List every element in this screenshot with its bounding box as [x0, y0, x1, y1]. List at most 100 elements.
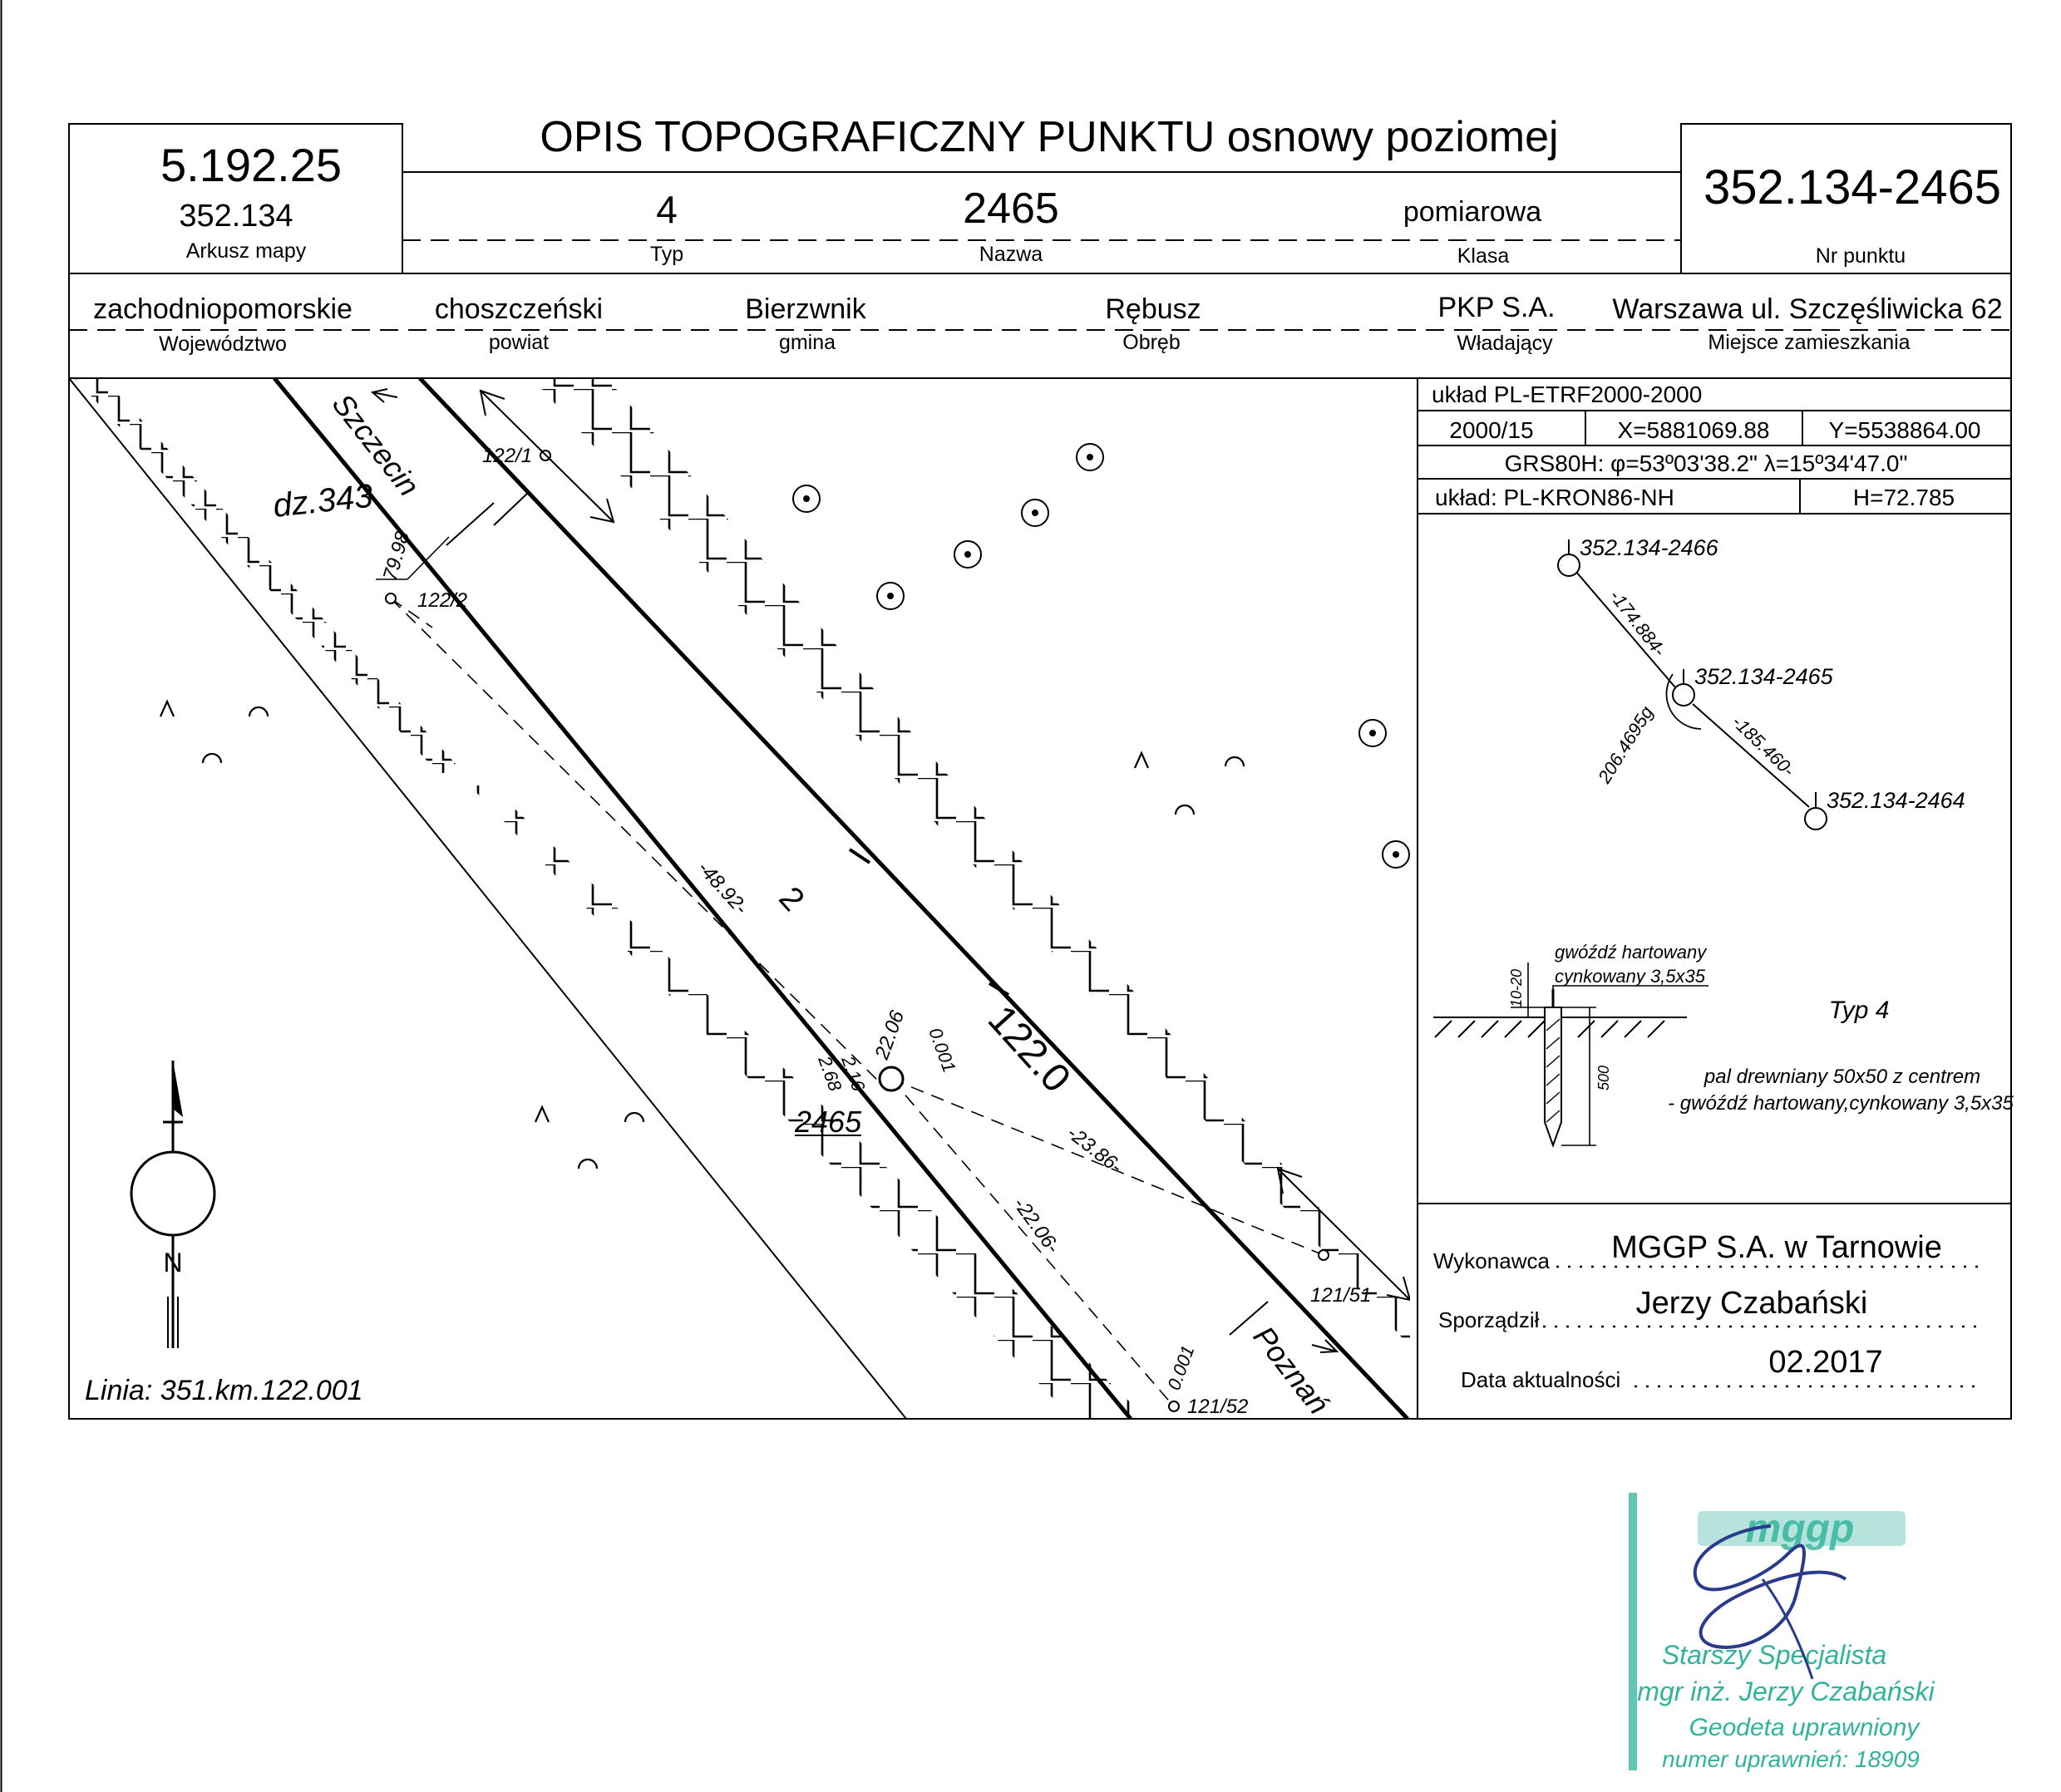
- offset-line-2386: [890, 1078, 1324, 1256]
- tree-icon: [1358, 719, 1387, 747]
- offset-line-4892: [390, 598, 887, 1090]
- stamp-line-4: numer uprawnień: 18909: [1662, 1746, 1920, 1772]
- sketch-point-label: 2465: [794, 1105, 862, 1139]
- measure-0001-bottom: 0.001: [1163, 1342, 1198, 1392]
- county-value: choszczeński: [435, 293, 603, 325]
- tree-icon: [1382, 840, 1410, 869]
- coord-zone: 2000/15: [1449, 417, 1533, 443]
- author-label: Sporządził: [1438, 1307, 1540, 1332]
- distance-185: -185.460-: [1728, 711, 1799, 780]
- stamp: mggp Starszy Specjalista mgr inż. Jerzy …: [1629, 1493, 1935, 1772]
- tree-icon: [954, 540, 982, 569]
- vegetation-symbols: [159, 699, 1245, 1169]
- date-label: Data aktualności: [1461, 1367, 1620, 1392]
- network-label-2466: 352.134-2466: [1580, 535, 1719, 560]
- commune-value: Bierzwnik: [745, 293, 866, 325]
- length-label: 500: [1595, 1066, 1612, 1090]
- shrub-icon: [201, 752, 223, 764]
- coord-x: X=5881069.88: [1618, 417, 1770, 443]
- angle-value: 206.4695g: [1594, 702, 1658, 788]
- angle-arc: [1665, 673, 1702, 730]
- network-label-2464: 352.134-2464: [1827, 788, 1965, 813]
- measure-4892: -48.92-: [693, 857, 752, 919]
- sheet-label: Arkusz mapy: [186, 239, 307, 263]
- control-point-2465: [878, 1066, 905, 1092]
- class-value: pomiarowa: [1403, 196, 1541, 228]
- north-label: N: [163, 1248, 182, 1278]
- nail-label-1: gwóźdź hartowany: [1555, 942, 1708, 962]
- voivodeship-value: zachodniopomorskie: [93, 293, 353, 325]
- residence-value: Warszawa ul. Szczęśliwicka 62: [1612, 293, 2002, 325]
- point-number: 352.134-2465: [1704, 160, 2001, 214]
- marker-type-label: Typ 4: [1829, 997, 1890, 1024]
- network-label-2465: 352.134-2465: [1694, 664, 1834, 689]
- measure-0001-top: 0.001: [924, 1025, 959, 1075]
- stamp-line-1: Starszy Specjalista: [1662, 1640, 1886, 1670]
- track-number: 2: [772, 880, 811, 918]
- north-arrow: [130, 1061, 216, 1348]
- shrub-icon: [1224, 756, 1245, 767]
- signature: [1693, 1524, 1847, 1649]
- contractor-label: Wykonawca: [1433, 1248, 1550, 1273]
- situation-sketch: dz.343 Szczecin Poznań 2 122.0 122/1 122…: [69, 378, 1410, 1420]
- stamp-line-3: Geodeta uprawniony: [1689, 1714, 1921, 1741]
- network-point-2465: [1672, 683, 1695, 706]
- direction-arrow-upper: [480, 390, 614, 523]
- nail-label-2: cynkowany 3,5x35: [1555, 966, 1706, 987]
- track-left-rail: [273, 378, 1132, 1419]
- direction-arrow-lower: [1277, 1168, 1410, 1301]
- sheet-number: 5.192.25: [160, 139, 342, 191]
- precinct-value: Rębusz: [1105, 293, 1201, 325]
- footer-block: Wykonawca MGGP S.A. w Tarnowie Sporządzi…: [1418, 1203, 2011, 1392]
- tree-icon: [876, 582, 905, 610]
- ref-label-121-52: 121/52: [1187, 1396, 1248, 1418]
- grass-icon: [1133, 751, 1150, 769]
- parcel-label: dz.343: [271, 478, 374, 524]
- embankment-left-lower: [470, 785, 1147, 1419]
- residence-label: Miejsce zamieszkania: [1708, 331, 1910, 354]
- measure-2386: -23.86-: [1063, 1121, 1127, 1178]
- name-value: 2465: [963, 185, 1059, 233]
- tree-icon: [1021, 499, 1049, 527]
- ref-point-121-51: [1318, 1249, 1329, 1261]
- ref-label-122-2: 122/2: [417, 589, 467, 612]
- county-label: powiat: [489, 331, 549, 354]
- distance-174: -174.884-: [1605, 586, 1670, 661]
- grass-icon: [534, 1105, 550, 1123]
- tree-icon: [1076, 443, 1104, 471]
- shrub-icon: [624, 1111, 645, 1123]
- tree-icon: [792, 485, 821, 513]
- main-frame: [68, 377, 2012, 1420]
- coord-y: Y=5538864.00: [1829, 417, 1981, 443]
- voivodeship-label: Województwo: [159, 332, 287, 356]
- wooden-stake: [1544, 1007, 1562, 1148]
- marker-diagram: gwóźdź hartowany cynkowany 3,5x35 10-20 …: [1433, 942, 2014, 1148]
- network-point-2466: [1557, 554, 1580, 577]
- ref-point-122-2: [385, 593, 397, 604]
- class-label: Klasa: [1457, 244, 1510, 268]
- shrub-icon: [577, 1158, 599, 1169]
- measure-7998: 79.98: [379, 529, 415, 583]
- stamp-line-2: mgr inż. Jerzy Czabański: [1637, 1676, 1935, 1706]
- date-value: 02.2017: [1768, 1345, 1882, 1380]
- page-title: OPIS TOPOGRAFICZNY PUNKTU osnowy poziome…: [540, 113, 1558, 161]
- ref-label-122-1: 122/1: [482, 445, 532, 467]
- author-value: Jerzy Czabański: [1636, 1286, 1868, 1321]
- coord-system: układ PL-ETRF2000-2000: [1432, 382, 1702, 407]
- shrub-icon: [1174, 804, 1196, 815]
- type-value: 4: [656, 188, 678, 231]
- company-logo: mggp: [1698, 1507, 1906, 1551]
- stamp-logo-text: mggp: [1746, 1507, 1855, 1551]
- sheet-map-id: 352.134: [179, 199, 293, 234]
- parcel-edge: [69, 378, 907, 1419]
- network-point-2464: [1804, 807, 1827, 830]
- owner-label: Władający: [1457, 332, 1553, 355]
- coordinates-table: układ PL-ETRF2000-2000 2000/15 X=5881069…: [1418, 382, 2011, 514]
- direction-poznan: Poznań: [1247, 1320, 1336, 1420]
- measure-2206-vertical: 22.06: [870, 1007, 909, 1063]
- embankment-left-upper: [75, 378, 464, 773]
- contractor-value: MGGP S.A. w Tarnowie: [1611, 1230, 1942, 1265]
- network-sketch: 352.134-2466 352.134-2465 352.134-2464 -…: [1557, 535, 1965, 830]
- km-label: 122.0: [979, 997, 1079, 1101]
